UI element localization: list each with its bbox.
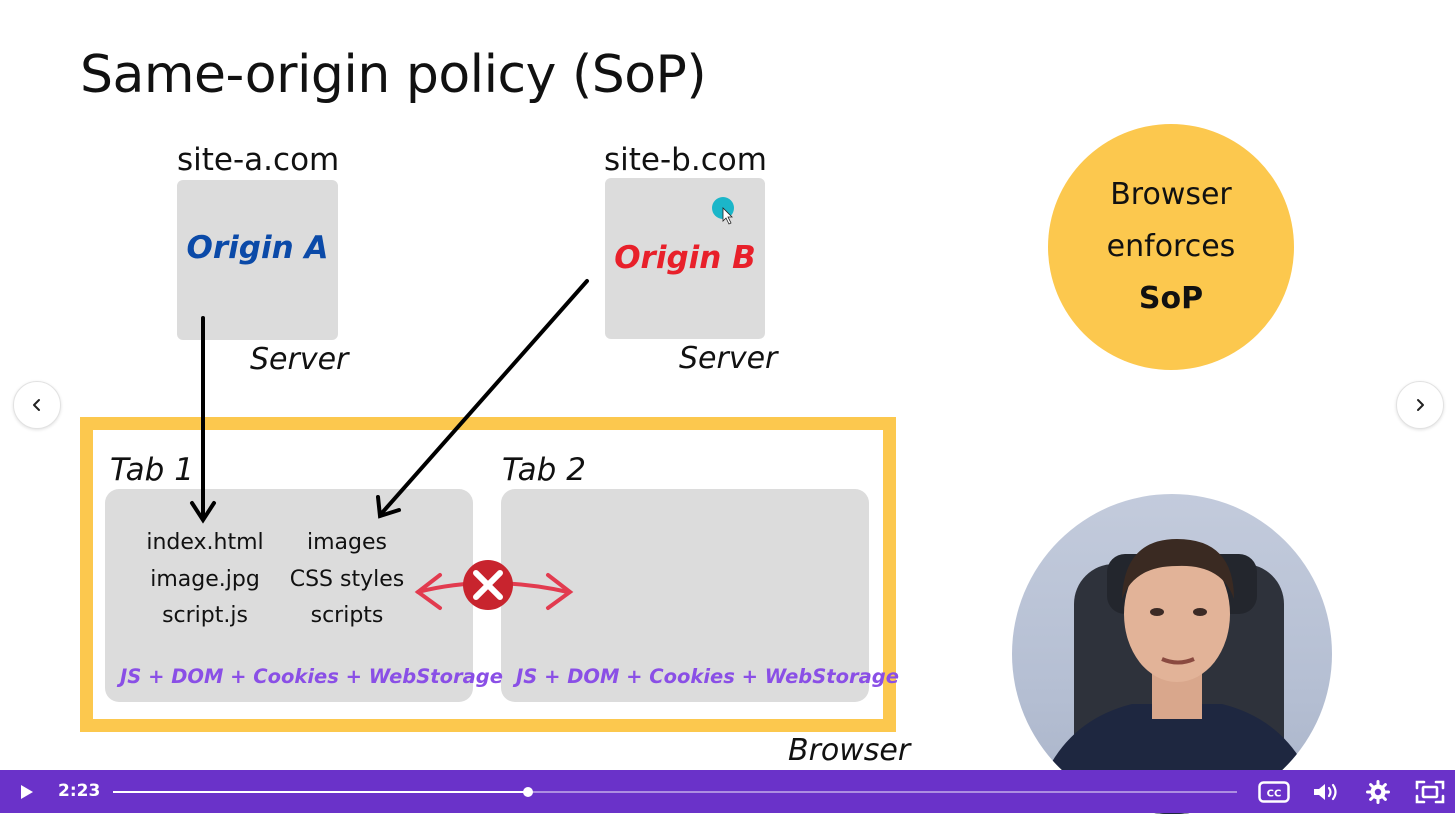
- origin-b-label: Origin B: [614, 240, 756, 276]
- presenter-video: [1012, 494, 1332, 814]
- captions-icon: CC: [1258, 781, 1290, 803]
- progress-fill: [113, 791, 528, 793]
- callout-line-3: SoP: [1138, 281, 1204, 316]
- arrow-b-head: [376, 495, 401, 519]
- current-time: 2:23: [58, 781, 101, 801]
- resource-images: images: [307, 530, 387, 555]
- tab-1-box: [105, 489, 473, 702]
- browser-label: Browser: [788, 733, 911, 768]
- fullscreen-button[interactable]: [1413, 778, 1447, 806]
- cursor-icon: [712, 197, 734, 225]
- progress-thumb[interactable]: [523, 787, 533, 797]
- file-image-jpg: image.jpg: [150, 567, 260, 592]
- progress-track[interactable]: [113, 791, 1237, 793]
- tab-2-tagline: JS + DOM + Cookies + WebStorage: [516, 665, 899, 688]
- server-a-label: Server: [250, 342, 349, 377]
- callout-line-2: enforces: [1106, 229, 1236, 264]
- callout-line-1: Browser: [1110, 177, 1232, 212]
- previous-slide-button[interactable]: [13, 381, 61, 429]
- presenter-illustration: [1032, 539, 1322, 814]
- resource-css-styles: CSS styles: [289, 567, 405, 592]
- next-slide-button[interactable]: [1396, 381, 1444, 429]
- tab-1-label: Tab 1: [110, 452, 194, 488]
- origin-a-label: Origin A: [186, 230, 329, 266]
- tab-1-tagline: JS + DOM + Cookies + WebStorage: [120, 665, 503, 688]
- origin-b-server-box: [605, 178, 765, 339]
- captions-button[interactable]: CC: [1257, 778, 1291, 806]
- fullscreen-icon: [1415, 780, 1445, 804]
- settings-button[interactable]: [1362, 778, 1394, 806]
- tab-2-label: Tab 2: [502, 452, 586, 488]
- arrow-a-head: [190, 501, 216, 524]
- site-a-domain: site-a.com: [177, 142, 340, 178]
- file-script-js: script.js: [162, 603, 248, 628]
- chevron-right-icon: [1417, 399, 1424, 411]
- volume-icon: [1314, 783, 1337, 801]
- server-b-label: Server: [679, 341, 778, 376]
- origin-a-server-box: [177, 180, 338, 340]
- volume-button[interactable]: [1309, 778, 1343, 806]
- settings-icon: [1366, 780, 1390, 804]
- play-button[interactable]: [12, 778, 40, 806]
- chevron-left-icon: [33, 399, 40, 411]
- x-circle-icon: [463, 560, 513, 610]
- resource-scripts: scripts: [310, 603, 384, 628]
- play-icon: [21, 785, 33, 799]
- site-b-domain: site-b.com: [604, 142, 767, 178]
- slide-title: Same-origin policy (SoP): [80, 45, 707, 105]
- arrow-origin-b-to-tab1: [379, 279, 589, 516]
- browser-enforces-sop-callout: Browser enforces SoP: [1048, 124, 1294, 370]
- file-index-html: index.html: [146, 530, 264, 555]
- svg-text:CC: CC: [1267, 789, 1282, 800]
